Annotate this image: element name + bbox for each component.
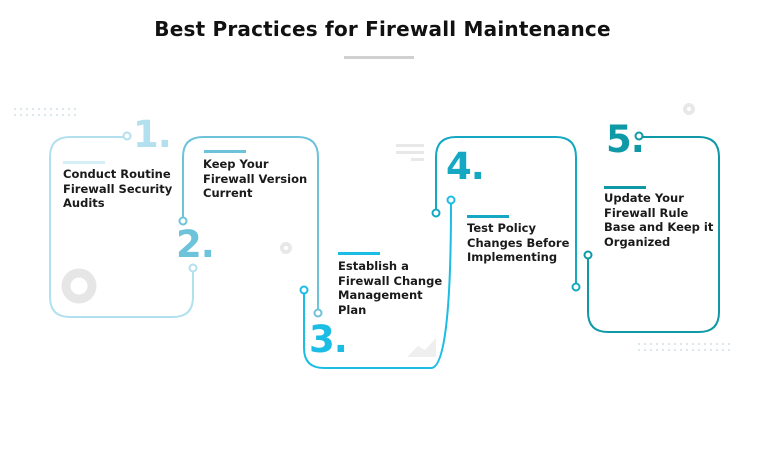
step-2-frame [182, 136, 319, 309]
step-4-bar [467, 215, 509, 218]
step-1-number: 1. [133, 113, 172, 156]
step-1-frame [49, 136, 194, 318]
page-title: Best Practices for Firewall Maintenance [154, 17, 611, 41]
decorative-dots [636, 341, 732, 355]
step-4-frame [435, 136, 577, 283]
area-chart-icon [407, 338, 436, 357]
step-1-text: Conduct Routine Firewall Security Audits [63, 167, 173, 210]
step-2-text: Keep Your Firewall Version Current [203, 157, 308, 200]
decorative-dots [12, 106, 78, 120]
step-3-bar [338, 252, 380, 255]
gear-icon [280, 103, 695, 254]
menu-lines-icon [396, 144, 424, 161]
step-2-bar [204, 150, 246, 153]
pie-chart-icon [61, 268, 97, 304]
step-4-number: 4. [446, 145, 485, 188]
step-5-frame [587, 136, 720, 333]
step-2-number: 2. [176, 223, 215, 266]
step-1-bar [63, 161, 105, 164]
step-5-number: 5. [606, 118, 645, 161]
step-5-text: Update Your Firewall Rule Base and Keep … [604, 191, 714, 249]
step-3-number: 3. [309, 318, 348, 361]
step-4-text: Test Policy Changes Before Implementing [467, 221, 570, 264]
step-5-bar [604, 186, 646, 189]
title-underline [344, 56, 414, 59]
step-3-frame [303, 203, 452, 369]
step-3-text: Establish a Firewall Change Management P… [338, 259, 443, 317]
